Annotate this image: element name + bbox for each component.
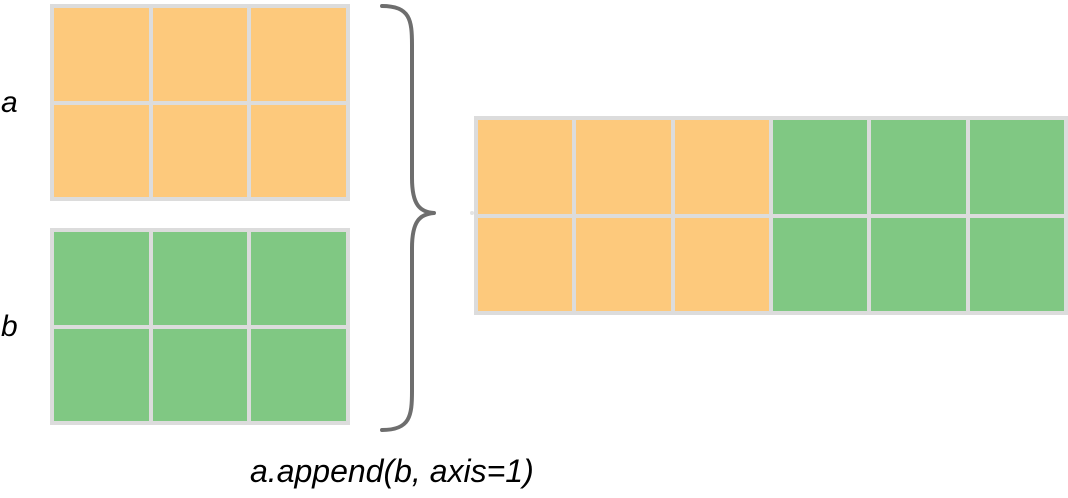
b-cell-b: [152, 328, 248, 421]
array-b-grid: [50, 228, 350, 425]
result-cell-b: [773, 120, 868, 214]
b-cell-b: [251, 232, 346, 325]
result-cell-a: [576, 217, 671, 311]
result-cell-b: [969, 120, 1064, 214]
array-a-label: a: [1, 86, 18, 119]
right-curly-brace-icon: [380, 4, 436, 432]
a-cell-a: [54, 104, 149, 197]
a-cell-a: [251, 8, 346, 101]
a-cell-a: [54, 8, 149, 101]
result-cell-a: [576, 120, 671, 214]
result-cell-b: [773, 217, 868, 311]
a-cell-a: [251, 104, 346, 197]
a-cell-a: [152, 104, 248, 197]
b-cell-b: [54, 232, 149, 325]
result-cell-a: [478, 217, 573, 311]
code-caption: a.append(b, axis=1): [250, 453, 534, 489]
b-cell-b: [152, 232, 248, 325]
result-cell-a: [674, 217, 769, 311]
array-b-label: b: [1, 310, 18, 343]
result-cell-a: [478, 120, 573, 214]
merge-point-dot: [470, 211, 474, 215]
result-cell-b: [871, 120, 966, 214]
result-grid: [474, 116, 1068, 315]
result-cell-b: [871, 217, 966, 311]
b-cell-b: [54, 328, 149, 421]
result-cell-a: [674, 120, 769, 214]
b-cell-b: [251, 328, 346, 421]
a-cell-a: [152, 8, 248, 101]
array-a-grid: [50, 4, 350, 201]
result-cell-b: [969, 217, 1064, 311]
